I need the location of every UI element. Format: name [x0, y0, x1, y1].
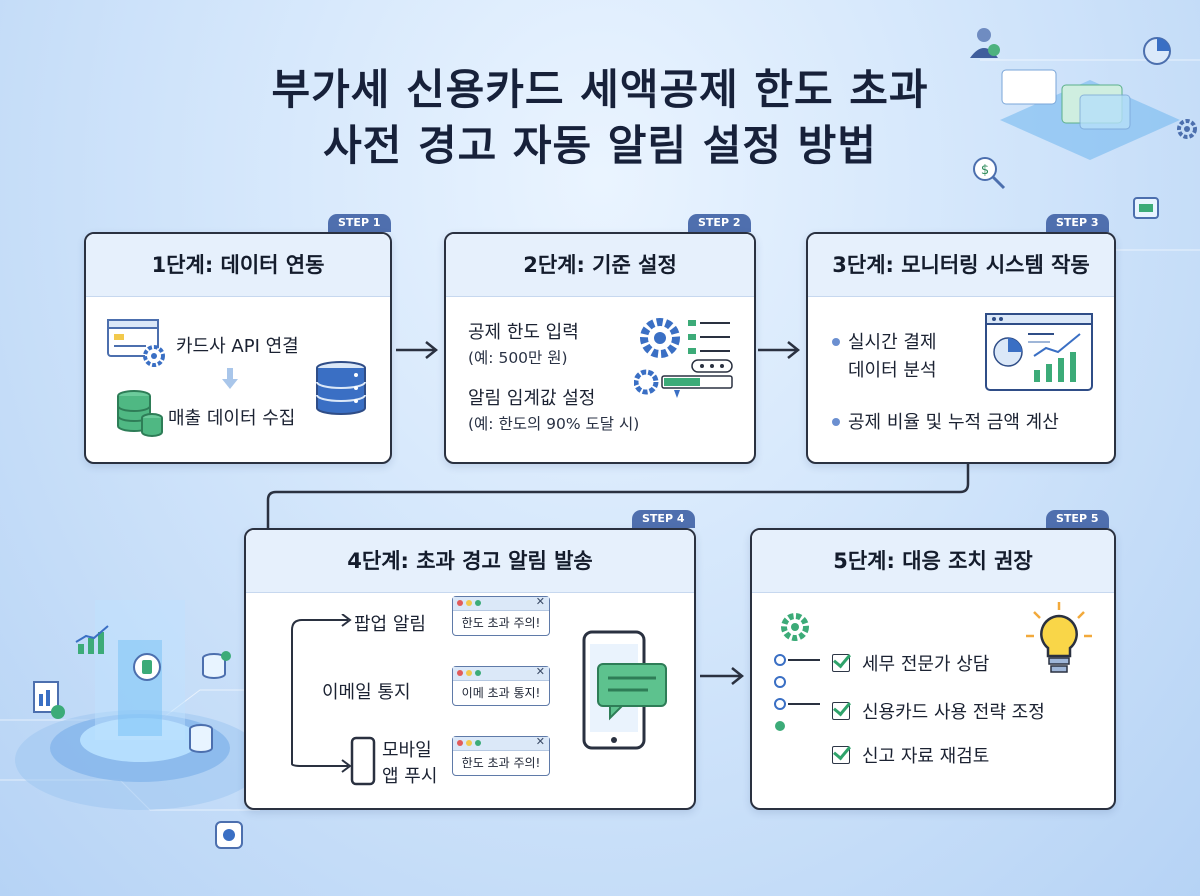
- svg-text:$: $: [981, 163, 989, 178]
- step-3-item-realtime: 실시간 결제: [848, 332, 937, 353]
- check-icon: [832, 746, 850, 764]
- step-1-tag: STEP 1: [328, 214, 391, 232]
- settings-gears-icon: [634, 318, 733, 398]
- popup-notification: ✕ 한도 초과 주의!: [452, 595, 550, 636]
- notif-close-icon: ✕: [535, 665, 545, 678]
- popup-notification-text: 한도 초과 주의!: [461, 616, 541, 630]
- flow-nodes-icon: [774, 654, 820, 731]
- flow-arrow-2-3: [758, 341, 801, 359]
- flow-arrow-1-2: [396, 341, 439, 359]
- flow-arrow-4-5: [700, 667, 745, 685]
- step-1-card: 1단계: 데이터 연동 카드사 API 연결 매출 데이터 수집: [84, 232, 392, 464]
- step-3-bullet-2: [832, 418, 840, 426]
- step-1-item-api: 카드사 API 연결: [176, 336, 299, 357]
- smartphone-chat-icon: [582, 630, 667, 750]
- step-3-tag: STEP 3: [1046, 214, 1109, 232]
- mobile-icon: [133, 653, 161, 681]
- smartphone-small-icon: [350, 736, 376, 786]
- database-coin-icon: [202, 651, 231, 679]
- step-4-card: 4단계: 초과 경고 알림 발송 팝업 알림 이메일 통지 모바일 앱 푸시 ✕…: [244, 528, 696, 810]
- step-5-heading: 5단계: 대응 조치 권장: [752, 530, 1114, 593]
- step-5-item-consult: 세무 전문가 상담: [862, 654, 990, 675]
- step-2-tag: STEP 2: [688, 214, 751, 232]
- step-5-item-review: 신고 자료 재검토: [862, 746, 990, 767]
- step-5-item-strategy: 신용카드 사용 전략 조정: [862, 702, 1045, 723]
- title-line-2: 사전 경고 자동 알림 설정 방법: [323, 121, 877, 170]
- gear-icon: [781, 613, 809, 641]
- step-5-card: 5단계: 대응 조치 권장 세무 전문가 상담 신용카드 사용 전략 조정 신고…: [750, 528, 1116, 810]
- cash-register-icon: [1133, 197, 1159, 219]
- pie-chart-icon: [1143, 37, 1171, 65]
- step-2-item-threshold: 알림 임계값 설정: [468, 388, 596, 409]
- page-title: 부가세 신용카드 세액공제 한도 초과 사전 경고 자동 알림 설정 방법: [0, 62, 1200, 174]
- channel-popup: 팝업 알림: [354, 614, 426, 635]
- step-2-heading: 2단계: 기준 설정: [446, 234, 754, 297]
- step-4-heading: 4단계: 초과 경고 알림 발송: [246, 530, 694, 593]
- step-3-item-analysis: 데이터 분석: [848, 360, 937, 381]
- email-notification-text: 이메 초과 통지!: [461, 686, 541, 700]
- step-4-tag: STEP 4: [632, 510, 695, 528]
- push-notification: ✕ 한도 초과 주의!: [452, 735, 550, 776]
- check-icon: [832, 654, 850, 672]
- gear-icon: [1177, 119, 1197, 139]
- dashboard-chart-icon: [985, 313, 1093, 391]
- flow-connector-3-4: [266, 464, 970, 688]
- step-2-item-threshold-example: (예: 한도의 90% 도달 시): [468, 415, 640, 433]
- lightbulb-icon: [1026, 602, 1092, 673]
- check-icon: [832, 702, 850, 720]
- step-1-heading: 1단계: 데이터 연동: [86, 234, 390, 297]
- platform-graphic: [15, 600, 265, 810]
- down-arrow-icon: [222, 368, 238, 389]
- push-notification-text: 한도 초과 주의!: [461, 756, 541, 770]
- step-3-card: 3단계: 모니터링 시스템 작동 실시간 결제 데이터 분석 공제 비율 및 누…: [806, 232, 1116, 464]
- step-3-heading: 3단계: 모니터링 시스템 작동: [808, 234, 1114, 297]
- notif-close-icon: ✕: [535, 735, 545, 748]
- dollar-search-icon: $: [973, 157, 1006, 190]
- title-line-1: 부가세 신용카드 세액공제 한도 초과: [271, 65, 929, 114]
- channel-email: 이메일 통지: [322, 682, 411, 703]
- step-5-tag: STEP 5: [1046, 510, 1109, 528]
- report-check-icon: [33, 681, 65, 719]
- channel-mobile: 모바일: [382, 740, 432, 761]
- blue-database-icon: [316, 361, 366, 415]
- person-icon: [970, 28, 1000, 58]
- api-window-gear-icon: [107, 319, 165, 367]
- step-2-item-limit: 공제 한도 입력: [468, 322, 579, 343]
- card-platform-graphic: [1000, 69, 1180, 160]
- step-3-bullet-1: [832, 338, 840, 346]
- step-3-item-calc: 공제 비율 및 누적 금액 계산: [848, 412, 1059, 433]
- user-gear-icon: [215, 821, 243, 849]
- channel-app-push: 앱 푸시: [382, 766, 438, 787]
- step-2-card: 2단계: 기준 설정 공제 한도 입력 (예: 500만 원) 알림 임계값 설…: [444, 232, 756, 464]
- green-database-icon: [117, 390, 163, 437]
- database-icon: [189, 724, 213, 753]
- notif-close-icon: ✕: [535, 595, 545, 608]
- step-2-item-limit-example: (예: 500만 원): [468, 349, 568, 367]
- step-1-item-sales: 매출 데이터 수집: [168, 408, 296, 429]
- email-notification: ✕ 이메 초과 통지!: [452, 665, 550, 706]
- channel-branch-arrows: [291, 614, 352, 773]
- bar-chart-icon: [75, 625, 109, 654]
